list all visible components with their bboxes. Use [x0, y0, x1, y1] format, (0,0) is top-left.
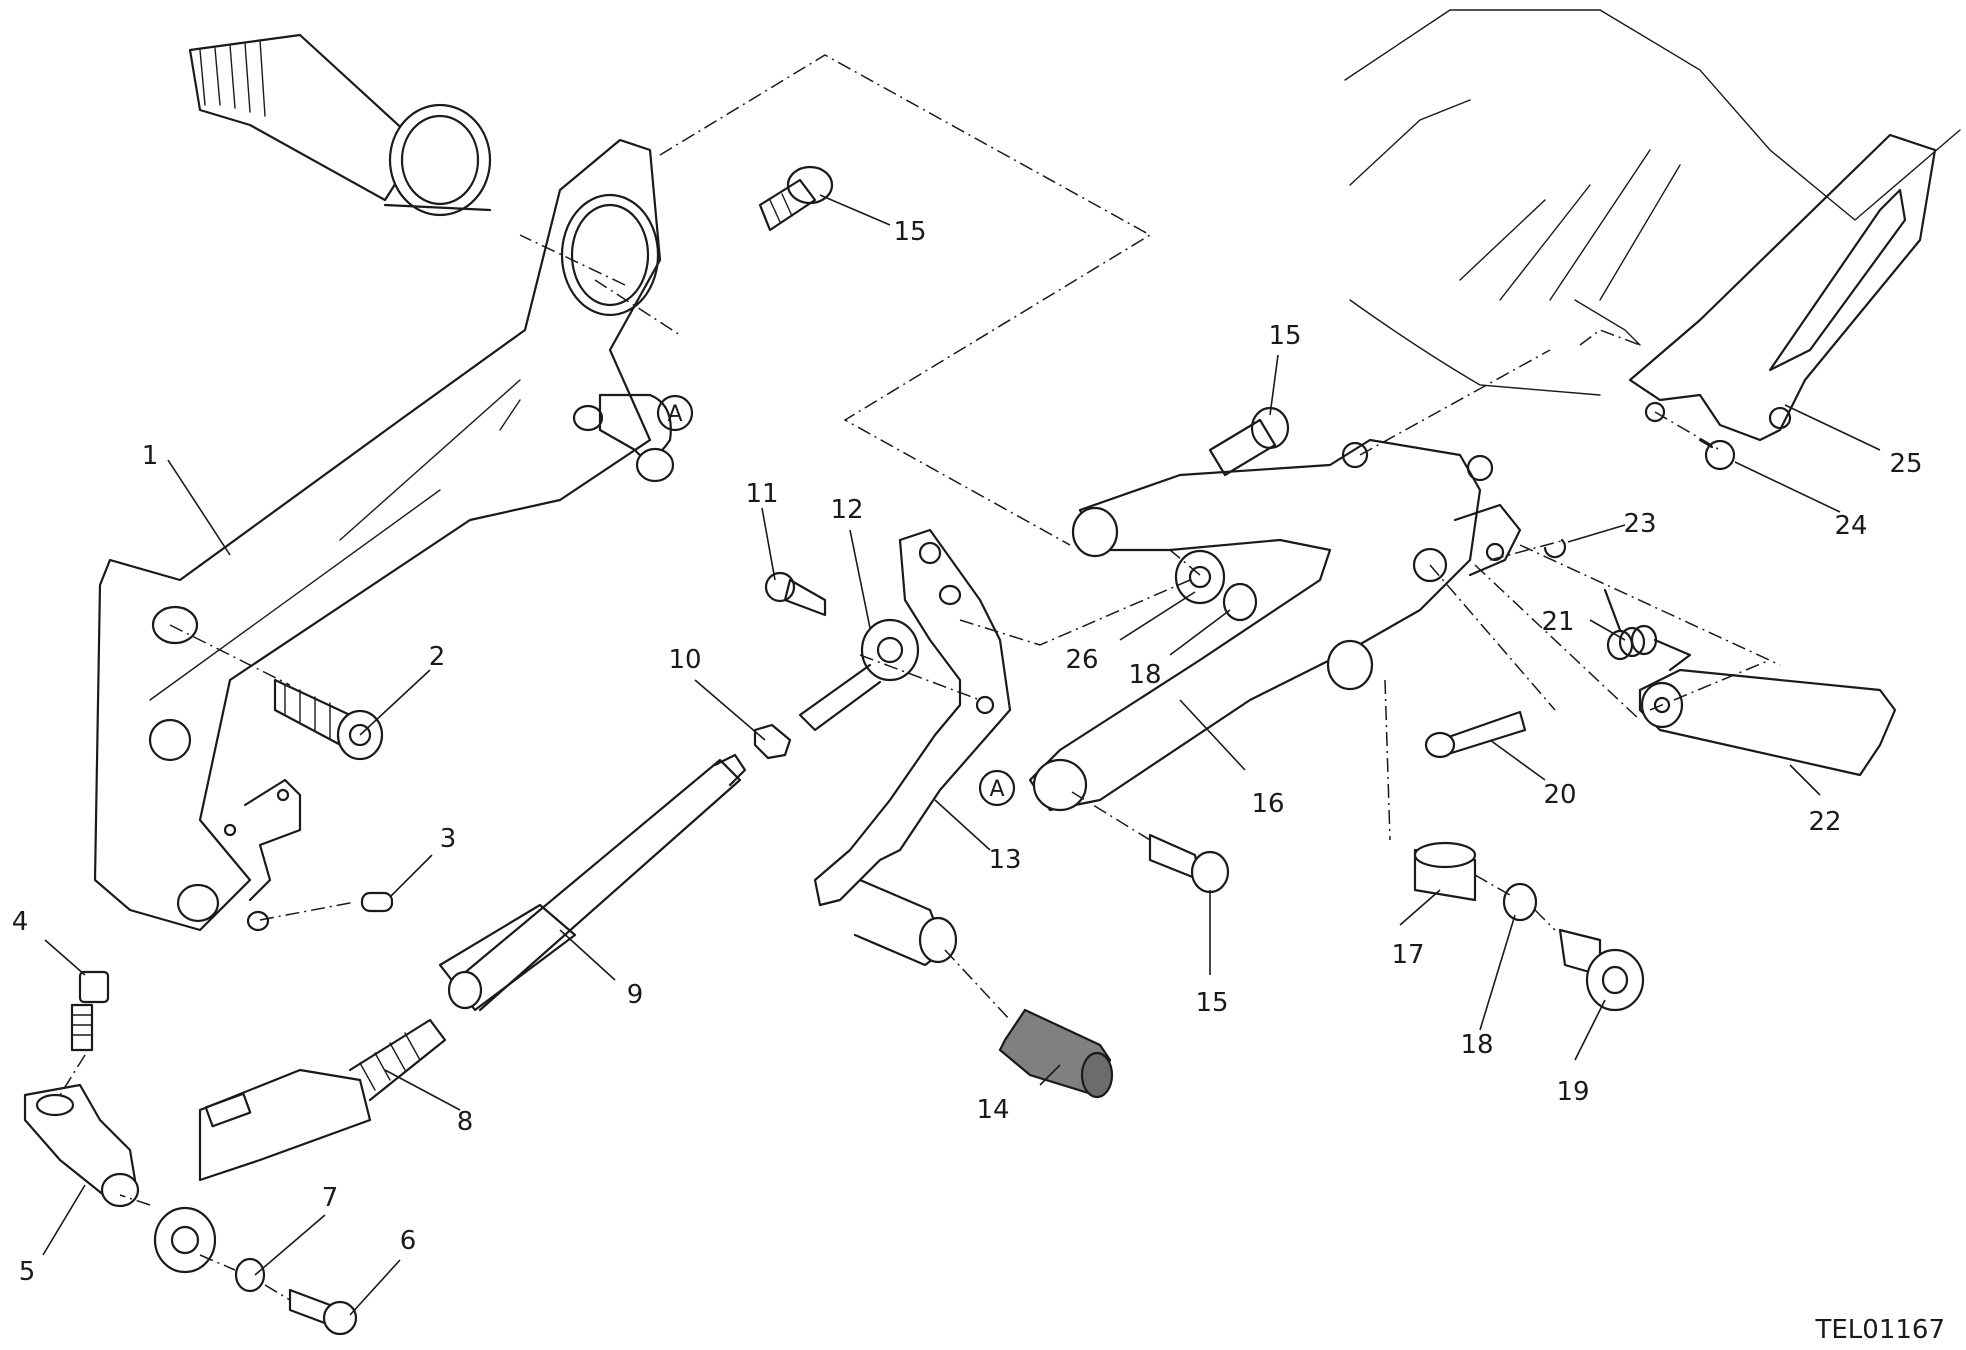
reference-mark-a-top: A [656, 394, 694, 432]
rear-fairing-outline [1344, 9, 1961, 396]
part-18-washer-top [1222, 582, 1258, 622]
part-21-spring [1603, 588, 1692, 672]
callout-18-top: 18 [1128, 660, 1161, 690]
part-24-screw [1698, 438, 1736, 471]
part-9-shift-rod [438, 753, 747, 1012]
part-13-shift-lever [813, 528, 1012, 967]
part-25-heel-guard [1628, 133, 1937, 442]
part-3-pin [360, 891, 394, 913]
callout-6: 6 [400, 1226, 417, 1256]
callout-7: 7 [322, 1183, 339, 1213]
callout-22: 22 [1808, 807, 1841, 837]
part-10-nut [753, 723, 792, 760]
callout-labels: 1 2 3 4 5 6 7 8 9 10 11 12 13 14 15 15 1… [12, 217, 1923, 1287]
part-15-bolt-bottom [1148, 833, 1230, 894]
part-12-rod-end [798, 618, 920, 732]
part-17-bushing [1413, 841, 1477, 902]
callout-21: 21 [1541, 607, 1574, 637]
callout-4: 4 [12, 907, 29, 937]
part-14-shift-pad [998, 1008, 1114, 1099]
part-2-bolt [273, 678, 384, 761]
part-5-clamp [23, 1083, 140, 1208]
part-26-washer [1174, 549, 1226, 605]
callout-8: 8 [457, 1107, 474, 1137]
callout-26: 26 [1065, 645, 1098, 675]
svg-text:A: A [989, 777, 1004, 802]
part-7-washer [234, 1257, 266, 1293]
leader-lines [42, 194, 1881, 1316]
part-15-bolt-right [1208, 406, 1290, 477]
part-11-bolt [764, 571, 827, 617]
part-18-washer-bottom [1502, 882, 1538, 922]
callout-14: 14 [976, 1095, 1009, 1125]
part-1-footrest-bracket [93, 138, 675, 932]
callout-2: 2 [429, 642, 446, 672]
part-23-circlip [1543, 538, 1567, 559]
callout-5: 5 [19, 1257, 36, 1287]
callout-17: 17 [1391, 940, 1424, 970]
callout-19: 19 [1556, 1077, 1589, 1107]
part-8-rod-end [153, 1018, 447, 1274]
callout-10: 10 [668, 645, 701, 675]
callout-1: 1 [142, 441, 159, 471]
callout-13: 13 [988, 845, 1021, 875]
part-4-bolt [70, 970, 110, 1052]
callout-11: 11 [745, 479, 778, 509]
callout-15-right: 15 [1268, 321, 1301, 351]
part-19-pivot-bolt [1558, 928, 1645, 1012]
callout-12: 12 [830, 495, 863, 525]
callout-9: 9 [627, 980, 644, 1010]
callout-18-bottom: 18 [1460, 1030, 1493, 1060]
assembly-lines [59, 54, 1781, 1301]
callout-20: 20 [1543, 780, 1576, 810]
callout-25: 25 [1889, 449, 1922, 479]
callout-16: 16 [1251, 789, 1284, 819]
callout-15-bottom: 15 [1195, 988, 1228, 1018]
part-6-bolt [288, 1288, 358, 1336]
callout-15-top: 15 [893, 217, 926, 247]
callout-3: 3 [440, 824, 457, 854]
spacer-tube [188, 33, 492, 217]
part-22-footpeg [1638, 668, 1897, 777]
reference-mark-a-bottom: A [978, 769, 1016, 807]
part-15-bolt-top [758, 165, 834, 232]
part-20-pin [1424, 710, 1527, 759]
callout-24: 24 [1834, 511, 1867, 541]
callout-23: 23 [1623, 509, 1656, 539]
drawing-code: TEL01167 [1814, 1315, 1945, 1345]
svg-text:A: A [667, 402, 682, 427]
